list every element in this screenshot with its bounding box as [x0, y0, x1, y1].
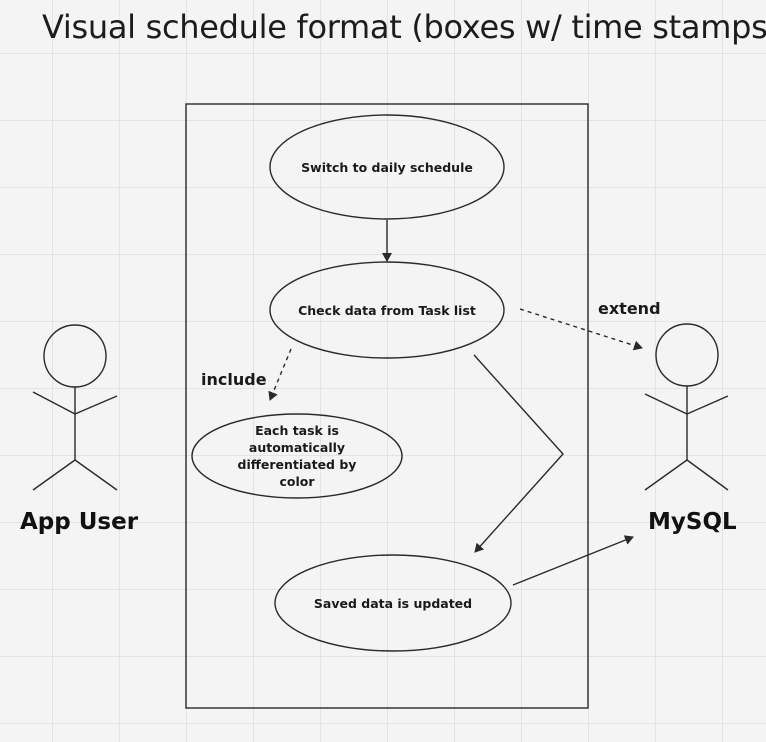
page-title: Visual schedule format (boxes w/ time st…: [42, 8, 766, 46]
include-label: include: [201, 370, 267, 389]
actor-user-name: App User: [20, 509, 139, 535]
stick-figure-db-icon: [644, 323, 729, 491]
use-case-color-ellipse[interactable]: [191, 413, 403, 499]
arrow-extend: [519, 308, 643, 351]
use-case-saved-label[interactable]: Saved data is updated: [313, 595, 473, 611]
use-case-switch-ellipse[interactable]: [269, 114, 505, 220]
actor-db-name: MySQL: [648, 509, 737, 535]
arrow-include: [268, 348, 292, 401]
use-case-check-label[interactable]: Check data from Task list: [298, 302, 476, 318]
use-case-saved-ellipse[interactable]: [274, 554, 512, 652]
arrow-saved-to-db: [512, 535, 634, 586]
use-case-check-ellipse[interactable]: [269, 261, 505, 359]
extend-label: extend: [598, 299, 661, 318]
stick-figure-user-icon: [32, 324, 118, 491]
use-case-color-label[interactable]: Each task is automatically differentiate…: [237, 423, 357, 489]
arrow-check-to-saved: [473, 354, 564, 553]
system-boundary: [185, 103, 589, 709]
use-case-switch-label[interactable]: Switch to daily schedule: [301, 159, 473, 175]
